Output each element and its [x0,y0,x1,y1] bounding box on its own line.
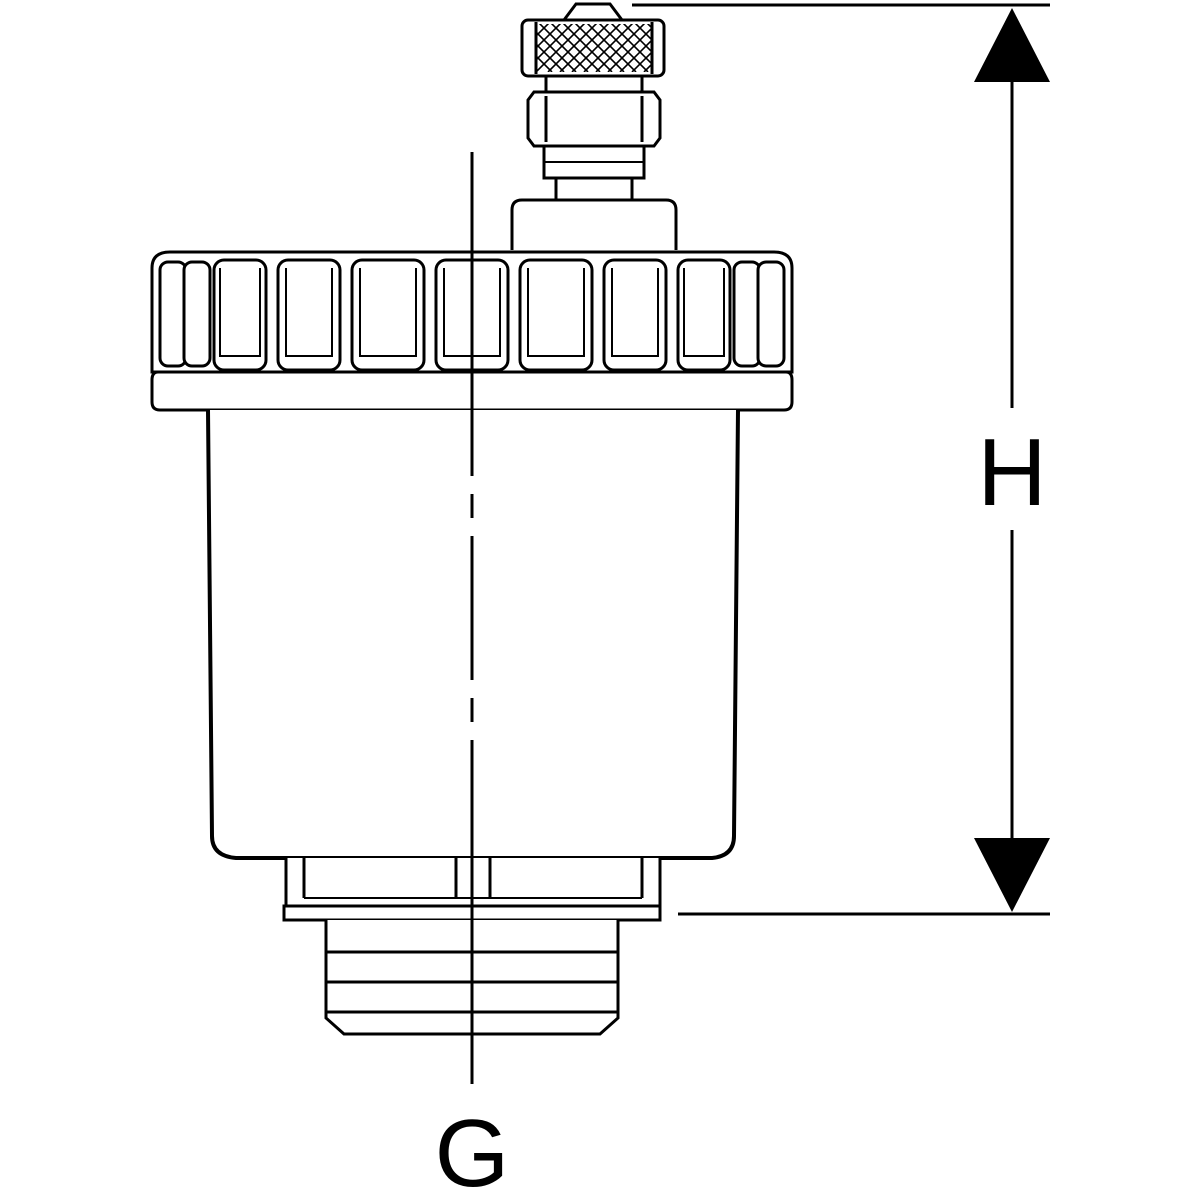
knurl-side-lines [534,22,654,74]
cap-rib [602,258,668,372]
cap-rib [212,258,268,372]
cap-tip [561,2,625,22]
knurl-pattern [536,24,652,72]
stem-ring [554,176,634,204]
thread-label: G [435,1100,510,1200]
cap-rib [518,258,594,372]
cap-ring-ribs [158,258,786,372]
dimension-arrow-down-icon [974,838,1050,912]
cap-rib [732,260,762,368]
dimension-h [632,3,1050,916]
cap-rib [756,260,786,368]
height-label: H [977,419,1046,526]
cap-rib [182,260,212,368]
stem-hex [526,90,662,148]
cap-rib [350,258,426,372]
stem-base [510,198,678,250]
cap-rib [676,258,732,372]
cap-rib [276,258,342,372]
valve-stem [510,74,678,250]
cap-rib [158,260,188,368]
stem-neck [544,74,644,94]
dimension-arrow-up-icon [974,8,1050,82]
